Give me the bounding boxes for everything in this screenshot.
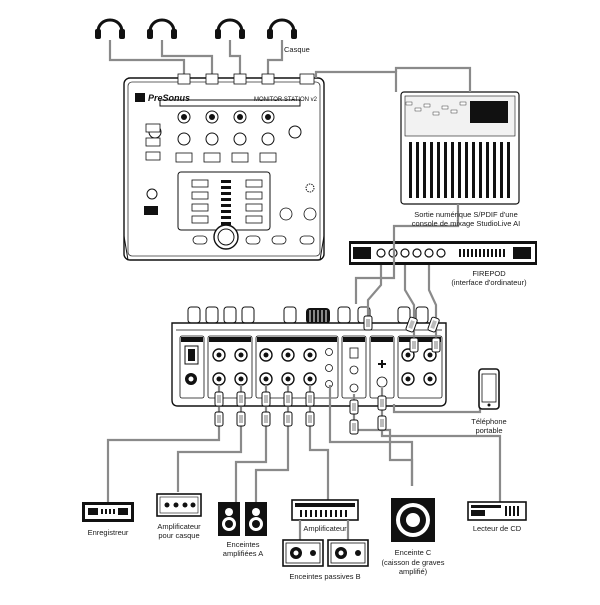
headphones-icon	[265, 18, 299, 41]
monitor-station-unit	[123, 73, 325, 261]
headphones-group	[93, 18, 299, 41]
brand-logo: PreSonus	[148, 93, 190, 103]
headphones-icon	[213, 18, 247, 41]
firepod-interface	[349, 241, 537, 265]
headphone-amplifier-device	[156, 493, 202, 517]
phone-icon	[478, 368, 500, 410]
label-passive-speakers-b: Enceintes passives B	[289, 572, 361, 581]
label-speaker-c: Enceinte C	[394, 548, 432, 557]
speaker-icon	[391, 498, 435, 542]
label-powered-speakers-a: Enceintes amplifiées A	[222, 540, 264, 558]
label-cd-player: Lecteur de CD	[472, 524, 522, 533]
label-speaker-c-sub: (caisson de graves amplifié)	[381, 558, 445, 576]
amplifier-device	[291, 499, 359, 521]
label-headphone-amp: Amplificateur pour casque	[157, 522, 201, 540]
label-firepod: FIREPOD	[472, 269, 506, 278]
studiolive-mixer	[400, 91, 520, 205]
speaker-icon	[282, 539, 324, 567]
recorder-device	[82, 502, 134, 522]
label-recorder: Enregistreur	[87, 528, 129, 537]
speaker-icon	[245, 502, 267, 536]
label-headphones: Casque	[284, 45, 310, 54]
label-phone: Téléphone portable	[471, 417, 507, 435]
speaker-icon	[218, 502, 240, 536]
headphones-icon	[93, 18, 127, 41]
model-name: MONITOR STATION v2	[254, 97, 318, 103]
speaker-icon	[327, 539, 369, 567]
label-firepod-sub: (interface d'ordinateur)	[451, 278, 527, 287]
headphones-icon	[145, 18, 179, 41]
label-spdif-output: Sortie numérique S/PDIF d'une console de…	[411, 210, 521, 228]
cd-player-device	[467, 501, 527, 521]
label-amplifier: Amplificateur	[303, 524, 347, 533]
